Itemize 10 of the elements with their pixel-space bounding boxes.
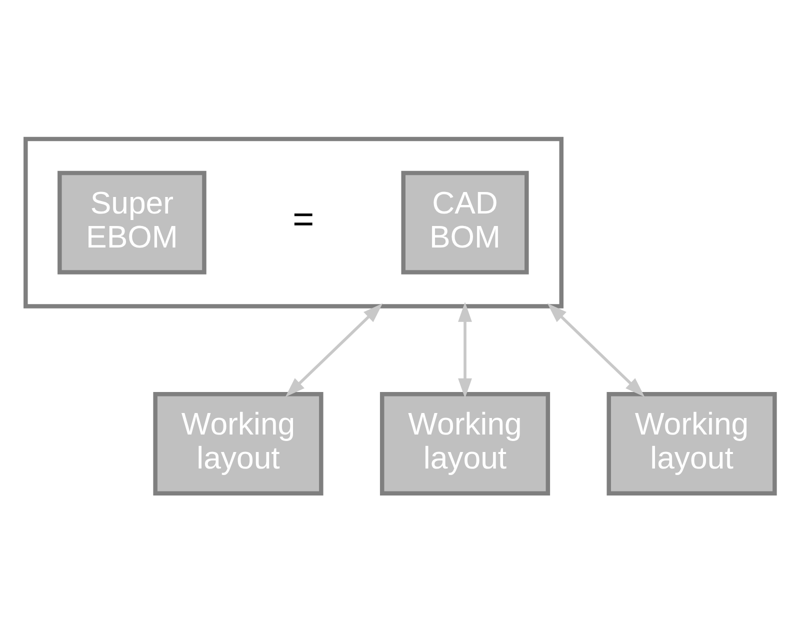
arrow [547,303,645,397]
node-box: Super EBOM [58,170,206,274]
arrow [458,302,472,398]
arrow [285,303,383,397]
node-box: Working layout [153,392,324,496]
node-box: Working layout [380,392,550,496]
node-box: CAD BOM [401,170,529,274]
cluster [24,136,564,308]
node-box: Working layout [606,392,777,496]
label: = [292,198,314,240]
